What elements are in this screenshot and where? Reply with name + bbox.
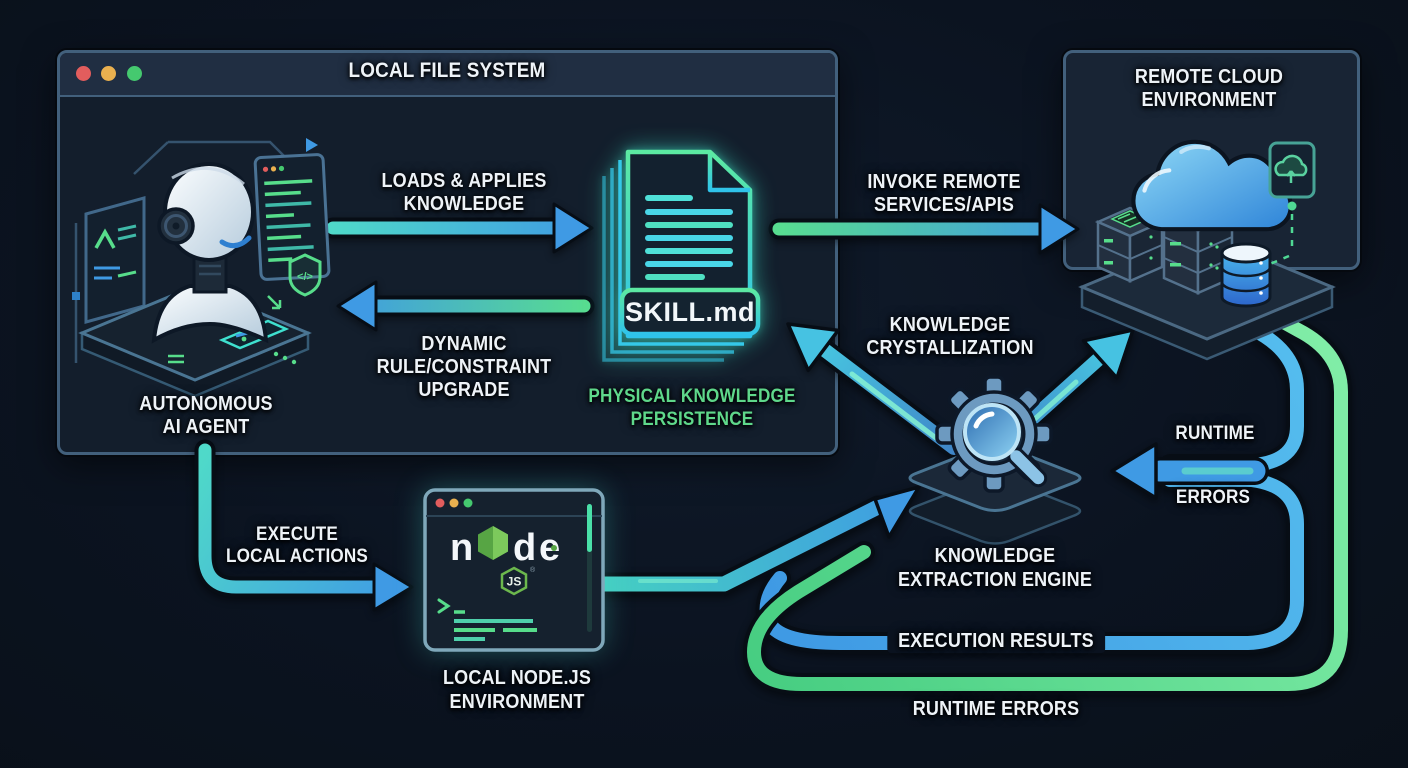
runtime-errors-loop-line [743, 309, 1352, 695]
robot-visor-icon [219, 235, 252, 249]
execution-results-label: EXECUTION RESULTS [887, 630, 1105, 653]
svg-text:JS: JS [507, 575, 522, 589]
svg-text:e: e [539, 527, 560, 569]
green-arrow-icon [267, 295, 282, 310]
crystallization-arrow [786, 322, 965, 459]
runtime-word-label: RUNTIME [1175, 423, 1255, 444]
traffic-light-red-icon [76, 66, 91, 81]
engine-in-arrowhead-icon [873, 485, 921, 539]
cloud-environment-illustration [1078, 139, 1336, 361]
runtime-errors-label: RUNTIME ERRORS [912, 698, 1080, 720]
skill-md-document-icon: SKILL.md [602, 149, 761, 362]
loads-applies-arrow [322, 202, 594, 254]
svg-text:</>: </> [297, 271, 313, 283]
node-to-engine-line [591, 485, 921, 596]
runtime-errors-arrowhead-icon [1110, 442, 1158, 500]
wire-node-icon [72, 292, 80, 300]
engine-cloud-arrowhead-icon [1081, 328, 1135, 380]
doc-text-lines-icon [645, 195, 733, 280]
gear-magnifier-icon [935, 375, 1053, 493]
errors-word-label: ERRORS [1175, 487, 1251, 508]
node-env-label: LOCAL NODE.JS ENVIRONMENT [442, 667, 592, 713]
dynamic-upgrade-arrow [336, 280, 595, 332]
dynamic-arrowhead-icon [336, 280, 378, 332]
invoke-arrowhead-icon [1038, 203, 1080, 255]
cloud-box-title: REMOTE CLOUD ENVIRONMENT [1134, 66, 1284, 111]
execute-arrowhead-icon [372, 562, 414, 612]
traffic-light-yellow-icon [101, 66, 116, 81]
nodejs-logo: n d e JS ® [450, 526, 560, 596]
crystallization-arrowhead-icon [786, 322, 840, 373]
execute-actions-label: EXECUTE LOCAL ACTIONS [226, 524, 368, 567]
dynamic-upgrade-label: DYNAMIC RULE/CONSTRAINT UPGRADE [376, 333, 552, 401]
traffic-light-green-icon [127, 66, 142, 81]
nodejs-window: n d e JS ® [423, 488, 605, 652]
engine-label: KNOWLEDGE EXTRACTION ENGINE [897, 545, 1093, 591]
cloud-errors-line [1110, 319, 1308, 500]
local-window-titlebar [60, 53, 835, 97]
code-panel-left-icon [84, 196, 146, 324]
invoke-remote-label: INVOKE REMOTE SERVICES/APIS [867, 171, 1021, 216]
scrollbar-thumb[interactable] [587, 504, 592, 552]
node-traffic-green-icon [463, 498, 473, 508]
local-window-title: LOCAL FILE SYSTEM [348, 59, 546, 82]
skill-md-label: SKILL.md [625, 297, 755, 327]
svg-text:®: ® [530, 566, 536, 574]
js-badge-icon [500, 566, 528, 596]
loads-applies-label: LOADS & APPLIES KNOWLEDGE [381, 170, 547, 215]
execute-local-actions-line [194, 439, 414, 612]
robot-icon [151, 162, 269, 344]
svg-text:n: n [450, 527, 473, 569]
svg-text:d: d [513, 527, 536, 569]
cloud-icon [1131, 139, 1293, 232]
shield-code-icon: </> [288, 253, 322, 297]
ai-agent-illustration: </> [72, 138, 331, 398]
invoke-remote-arrow [768, 203, 1080, 255]
loads-arrowhead-icon [552, 202, 594, 254]
page-stack-icon [602, 160, 744, 362]
knowledge-engine-illustration [908, 375, 1082, 545]
agent-label: AUTONOMOUS AI AGENT [139, 393, 273, 438]
code-panel-right-icon [253, 153, 331, 281]
persistence-label: PHYSICAL KNOWLEDGE PERSISTENCE [588, 386, 796, 430]
database-icon [1220, 242, 1272, 308]
node-traffic-yellow-icon [449, 498, 459, 508]
wire-arrowhead-icon [306, 138, 318, 152]
crystallization-label: KNOWLEDGE CRYSTALLIZATION [866, 314, 1034, 359]
cloud-upload-panel-icon [1268, 141, 1316, 266]
node-traffic-red-icon [435, 498, 445, 508]
scrollbar[interactable] [587, 504, 592, 632]
terminal-output-icon [437, 598, 537, 641]
